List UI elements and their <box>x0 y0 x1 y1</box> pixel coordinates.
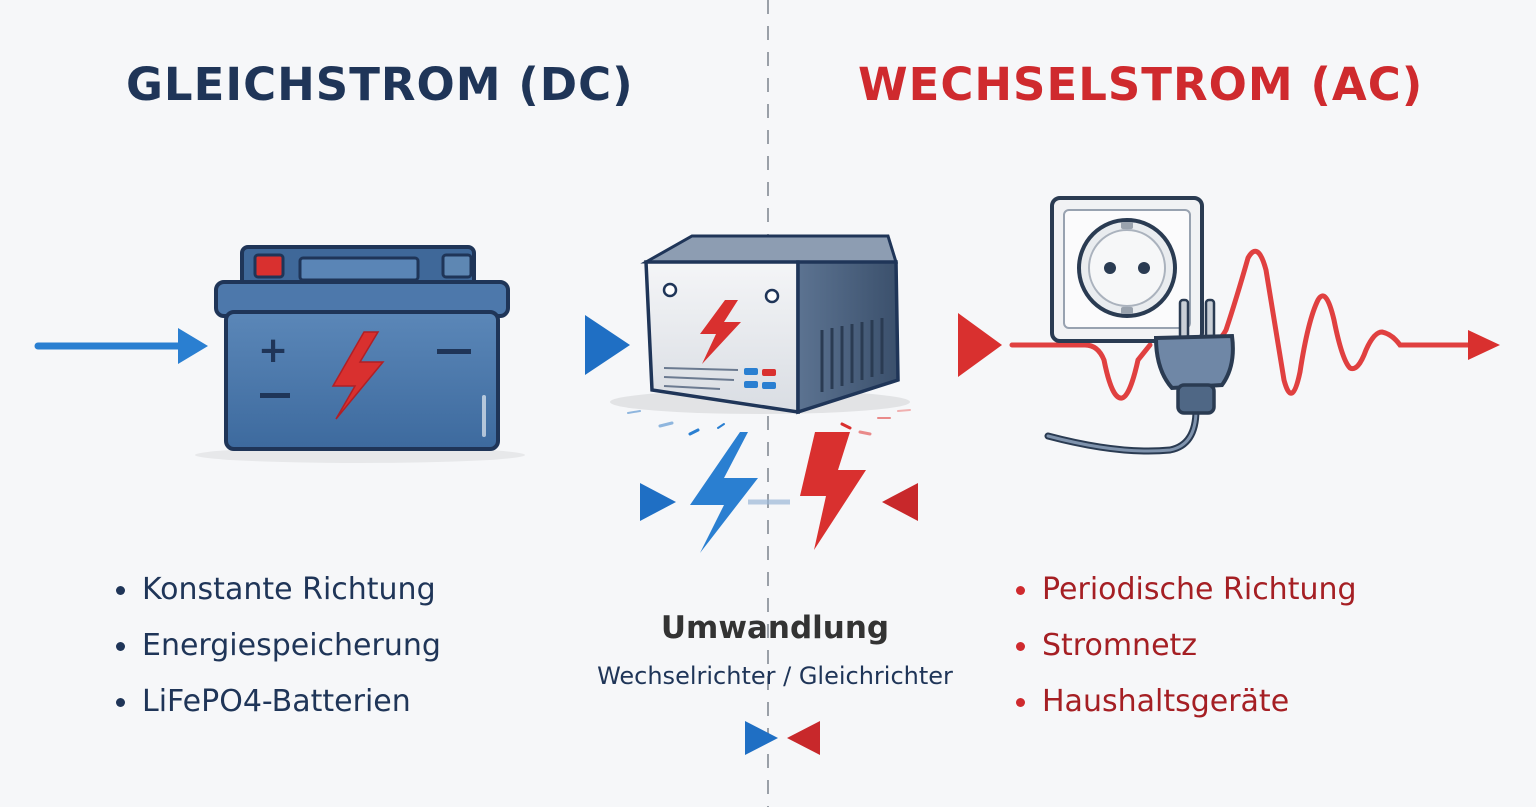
dc-feature-text: LiFePO4-Batterien <box>142 684 411 719</box>
dc-to-converter-arrow <box>511 315 630 375</box>
bullet-icon <box>1016 641 1025 651</box>
sine-wave-icon <box>1009 248 1500 401</box>
svg-text:+: + <box>258 330 288 371</box>
dc-feature-text: Energiespeicherung <box>142 628 441 663</box>
list-item: Konstante Richtung <box>116 562 441 618</box>
ac-long-arrow <box>882 483 1462 521</box>
ac-feature-list: Periodische Richtung Stromnetz Haushalts… <box>1016 562 1357 730</box>
ac-feature-text: Haushaltsgeräte <box>1042 684 1290 719</box>
dc-feature-list: Konstante Richtung Energiespeicherung Li… <box>116 562 441 730</box>
conversion-title: Umwandlung <box>660 610 890 646</box>
converter-spark-dashes <box>627 409 911 436</box>
bullet-icon <box>116 697 125 707</box>
bullet-icon <box>116 585 125 595</box>
conversion-subtitle: Wechselrichter / Gleichrichter <box>597 662 953 690</box>
list-item: Periodische Richtung <box>1016 562 1357 618</box>
bullet-icon <box>1016 585 1025 595</box>
list-item: Haushaltsgeräte <box>1016 674 1357 730</box>
bullet-icon <box>116 641 125 651</box>
dc-input-arrow <box>34 328 208 364</box>
socket-icon <box>1050 196 1204 343</box>
list-item: Stromnetz <box>1016 618 1357 674</box>
dc-feature-text: Konstante Richtung <box>142 572 436 607</box>
ac-title: WECHSELSTROM (AC) <box>858 58 1424 111</box>
plug-icon <box>1044 298 1235 455</box>
ac-feature-text: Periodische Richtung <box>1042 572 1357 607</box>
dc-title: GLEICHSTROM (DC) <box>126 58 634 111</box>
lightning-icon <box>690 432 866 553</box>
list-item: LiFePO4-Batterien <box>116 674 441 730</box>
converter-icon <box>610 234 910 415</box>
ac-feature-text: Stromnetz <box>1042 628 1198 663</box>
conversion-arrows <box>567 721 978 755</box>
battery-icon: + <box>195 245 525 463</box>
list-item: Energiespeicherung <box>116 618 441 674</box>
converter-to-ac-arrow <box>896 313 1002 377</box>
dc-long-arrow <box>76 483 676 521</box>
bullet-icon <box>1016 697 1025 707</box>
